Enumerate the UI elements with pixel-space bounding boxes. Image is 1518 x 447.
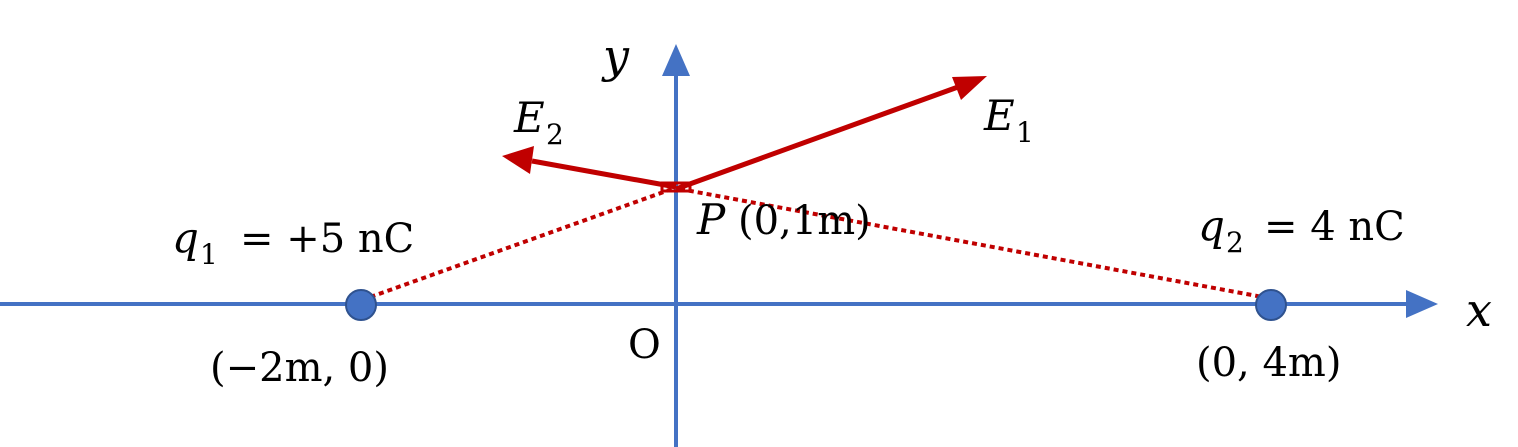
point-p-coords: (0,1m) [738,198,871,244]
y-axis-label: y [601,29,630,83]
charge-q2-dot [1255,289,1287,321]
p-to-q2-dotted-line [679,187,1269,300]
y-axis [662,44,690,447]
svg-text:1: 1 [200,238,218,271]
charge-q2-label: q 2 = 4 nC [1198,201,1405,259]
svg-text:E: E [513,93,545,142]
svg-text:2: 2 [1226,226,1244,259]
x-axis [0,290,1438,318]
e1-arrowhead-icon [952,76,987,100]
e1-label: E 1 [983,91,1034,149]
charge-q2-position: (0, 4m) [1196,340,1341,386]
y-axis-arrow-icon [662,44,690,76]
e2-arrowhead-icon [502,146,534,174]
charge-q1-dot [345,289,377,321]
origin-label: O [628,322,661,368]
svg-text:P: P [696,195,726,244]
e1-vector [675,76,987,192]
svg-text:= +5 nC: = +5 nC [240,216,414,262]
svg-text:E: E [983,91,1015,140]
charge-q1-label: q 1 = +5 nC [172,213,414,271]
svg-text:q: q [172,213,199,262]
svg-text:= 4 nC: = 4 nC [1264,204,1405,250]
svg-text:1: 1 [1016,116,1034,149]
svg-text:q: q [1198,201,1225,250]
point-p-marker [660,181,692,193]
x-axis-label: x [1466,283,1492,337]
charge-q1-position: (−2m, 0) [210,345,389,391]
q1-to-p-dotted-line [361,187,673,302]
point-p-label: P (0,1m) [696,195,871,244]
svg-text:2: 2 [546,118,564,151]
x-axis-arrow-icon [1406,290,1438,318]
e2-vector [502,146,677,190]
e2-label: E 2 [513,93,564,151]
